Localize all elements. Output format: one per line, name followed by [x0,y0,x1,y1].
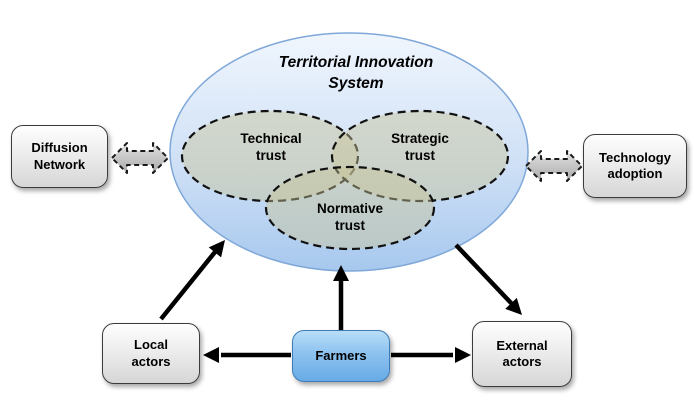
node-technology-adoption: Technology adoption [583,134,687,198]
arrow-farmers-to-local-actors [203,347,291,363]
territorial-innovation-system-ellipse [169,32,529,272]
arrow-farmers-to-external-actors [391,347,471,363]
double-arrow-system-adoption [525,150,583,182]
node-diffusion-network: Diffusion Network [11,125,108,188]
arrow-farmers-to-system [333,265,349,331]
arrow-system-to-external-actors [454,243,522,315]
node-external-actors: External actors [472,321,572,387]
arrow-local-actors-to-system [159,240,225,321]
trust-ellipse-normative [264,165,436,251]
double-arrow-diffusion-system [111,142,169,174]
trust-ellipse-strategic [330,109,510,203]
node-local-actors: Local actors [102,323,200,384]
trust-ellipse-technical [180,109,360,203]
node-farmers: Farmers [292,330,390,382]
